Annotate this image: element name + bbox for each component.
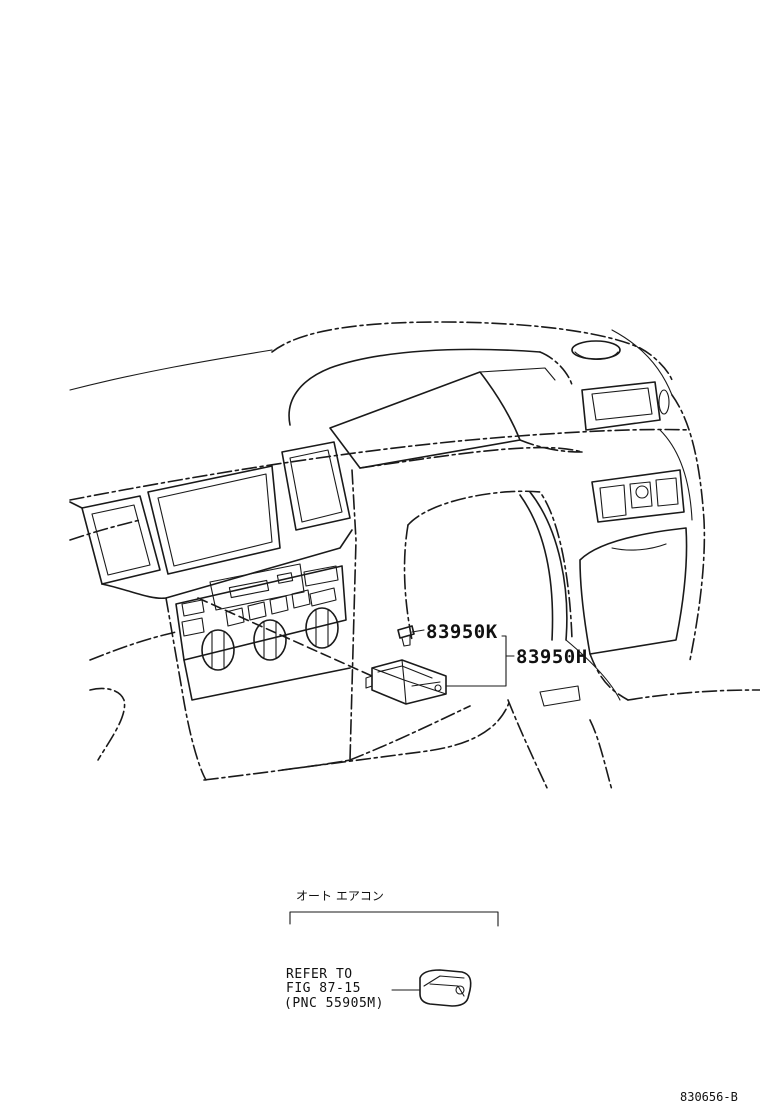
clip-83950k-drawing [397, 625, 415, 647]
variant-bracket [289, 911, 499, 927]
part-number-83950k[interactable]: 83950K [426, 621, 498, 643]
assembly-bracket [445, 635, 507, 687]
figure-id: 830656-B [680, 1090, 738, 1104]
leader-83950k [411, 629, 425, 633]
refer-line-1: REFER TO [286, 967, 353, 982]
part-number-83950h[interactable]: 83950H [516, 646, 588, 668]
switch-assembly-83950h-drawing [365, 659, 447, 705]
refer-line-2[interactable]: FIG 87-15 [286, 981, 361, 996]
alternate-switch-drawing [419, 969, 472, 1007]
refer-line-3[interactable]: (PNC 55905M) [284, 996, 384, 1011]
dashboard-illustration [69, 321, 760, 791]
variant-heading: オート エアコン [296, 889, 384, 903]
